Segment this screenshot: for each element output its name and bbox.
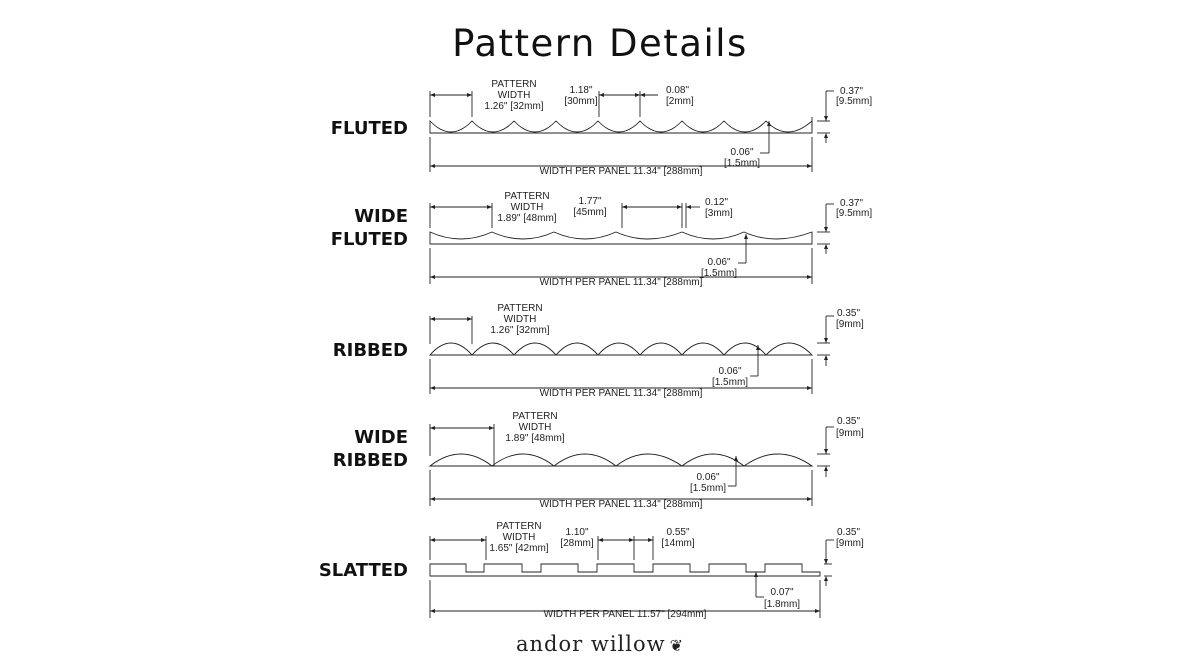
segment-width-value: [30mm] <box>564 96 598 107</box>
depth-value: [1.8mm] <box>764 599 800 610</box>
thickness-value: 0.35" <box>837 527 860 538</box>
palm-leaf-icon: ❦ <box>669 636 684 655</box>
thickness-value: [9.5mm] <box>836 96 872 107</box>
pattern-width-label: WIDTH <box>498 90 531 101</box>
thickness-value: [9mm] <box>836 319 864 330</box>
page-title: Pattern Details <box>452 22 748 65</box>
pattern-width-value: 1.26" [32mm] <box>484 101 543 112</box>
depth-value: 0.06" <box>707 257 730 268</box>
pattern-label-line: FLUTED <box>330 118 408 139</box>
depth-value: 0.07" <box>770 587 793 598</box>
pattern-width-value: 1.65" [42mm] <box>489 543 548 554</box>
pattern-width-label: PATTERN <box>497 303 542 314</box>
depth-value: [1.5mm] <box>712 377 748 388</box>
gap-width-value: [3mm] <box>705 208 733 219</box>
panel-width-value: WIDTH PER PANEL 11.34" [288mm] <box>540 277 703 288</box>
annotations-wide-fluted: PATTERN WIDTH 1.89" [48mm] 1.77" [45mm] … <box>497 191 872 288</box>
thickness-value: 0.35" <box>837 416 860 427</box>
gap-width-value: [14mm] <box>661 538 695 549</box>
depth-value: 0.06" <box>718 366 741 377</box>
dimension-arrowheads <box>430 93 828 613</box>
annotations-wide-ribbed: PATTERN WIDTH 1.89" [48mm] 0.35" [9mm] 0… <box>505 411 864 510</box>
drawing-wide-ribbed <box>428 424 834 506</box>
pattern-label-line: WIDE <box>354 427 408 448</box>
panel-width-value: WIDTH PER PANEL 11.34" [288mm] <box>540 166 703 177</box>
profile-ribbed <box>429 342 814 356</box>
profile-fluted <box>429 119 813 134</box>
profile-wide-ribbed <box>428 453 814 467</box>
depth-value: 0.06" <box>730 147 753 158</box>
annotations-slatted: PATTERN WIDTH 1.65" [42mm] 1.10" [28mm] … <box>489 521 864 620</box>
pattern-label-line: WIDE <box>354 206 408 227</box>
segment-width-value: 1.10" <box>565 527 588 538</box>
pattern-label-slatted: SLATTED <box>319 559 408 582</box>
thickness-value: 0.37" <box>840 198 863 209</box>
pattern-label-wide-fluted: WIDE FLUTED <box>331 205 408 251</box>
annotations-ribbed: PATTERN WIDTH 1.26" [32mm] 0.35" [9mm] 0… <box>490 303 864 399</box>
pattern-label-wide-ribbed: WIDE RIBBED <box>333 426 408 472</box>
thickness-value: 0.37" <box>840 86 863 97</box>
pattern-label-line: SLATTED <box>318 560 408 581</box>
gap-width-value: 0.12" <box>705 197 728 208</box>
pattern-width-label: PATTERN <box>491 79 536 90</box>
segment-width-value: [45mm] <box>573 207 607 218</box>
pattern-width-label: PATTERN <box>504 191 549 202</box>
profile-wide-fluted <box>429 231 813 245</box>
pattern-width-label: PATTERN <box>512 411 557 422</box>
pattern-width-label: PATTERN <box>496 521 541 532</box>
pattern-label-line: RIBBED <box>332 450 408 471</box>
gap-width-value: [2mm] <box>666 96 694 107</box>
annotations-fluted: PATTERN WIDTH 1.26" [32mm] 1.18" [30mm] … <box>484 79 872 177</box>
depth-value: [1.5mm] <box>690 483 726 494</box>
pattern-label-line: FLUTED <box>330 229 408 250</box>
depth-value: 0.06" <box>696 472 719 483</box>
thickness-value: 0.35" <box>837 308 860 319</box>
segment-width-value: 1.18" <box>569 85 592 96</box>
pattern-label-line: RIBBED <box>332 340 408 361</box>
pattern-width-value: 1.89" [48mm] <box>497 213 556 224</box>
pattern-width-value: 1.26" [32mm] <box>490 325 549 336</box>
gap-width-value: 0.08" <box>666 85 689 96</box>
panel-width-value: WIDTH PER PANEL 11.57" [294mm] <box>544 609 707 620</box>
pattern-width-label: WIDTH <box>504 314 537 325</box>
depth-value: [1.5mm] <box>701 268 737 279</box>
pattern-width-label: WIDTH <box>503 532 536 543</box>
drawing-fluted <box>429 90 834 172</box>
thickness-value: [9.5mm] <box>836 208 872 219</box>
depth-value: [1.5mm] <box>724 158 760 169</box>
gap-width-value: 0.55" <box>666 527 689 538</box>
pattern-label-fluted: FLUTED <box>331 117 408 140</box>
panel-width-value: WIDTH PER PANEL 11.34" [288mm] <box>540 388 703 399</box>
segment-width-value: [28mm] <box>560 538 594 549</box>
profile-slatted <box>429 563 821 577</box>
panel-width-value: WIDTH PER PANEL 11.34" [288mm] <box>540 499 703 510</box>
brand-logo: andor willow❦ <box>0 632 1200 656</box>
pattern-width-value: 1.89" [48mm] <box>505 433 564 444</box>
brand-name: andor willow <box>516 632 666 656</box>
drawing-ribbed <box>429 315 834 394</box>
pattern-width-label: WIDTH <box>519 422 552 433</box>
thickness-value: [9mm] <box>836 428 864 439</box>
thickness-value: [9mm] <box>836 538 864 549</box>
drawing-wide-fluted <box>429 203 834 284</box>
segment-width-value: 1.77" <box>578 196 601 207</box>
pattern-label-ribbed: RIBBED <box>333 339 408 362</box>
pattern-width-label: WIDTH <box>511 202 544 213</box>
